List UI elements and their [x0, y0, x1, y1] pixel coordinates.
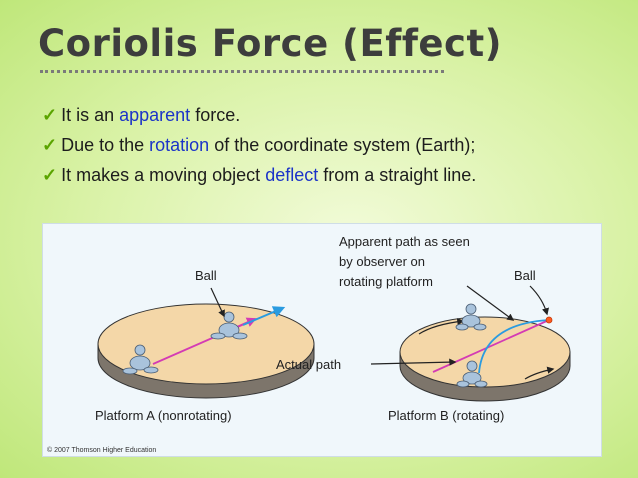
apparent-path-pointer-arrow — [466, 285, 515, 321]
label-actual-path: Actual path — [276, 357, 341, 372]
bullet-text-after: from a straight line. — [318, 165, 477, 185]
ball-marker-b — [545, 316, 553, 324]
bullet-text-after: of the coordinate system (Earth); — [209, 135, 476, 155]
rotation-arrow-top — [418, 318, 465, 335]
observer-figure-b — [455, 303, 487, 331]
title-underline — [40, 70, 444, 73]
coriolis-diagram-svg: Ball Platform A (nonrotating) — [47, 234, 571, 454]
checkmark-icon: ✓ — [42, 165, 58, 185]
platform-b — [399, 316, 571, 402]
checkmark-icon: ✓ — [42, 105, 58, 125]
ball-pointer-arrow-a — [210, 287, 225, 318]
coriolis-figure: Ball Platform A (nonrotating) — [42, 223, 602, 457]
actual-path-pointer-arrow — [370, 358, 457, 366]
thrower-figure-b — [456, 360, 488, 388]
label-apparent-path-line3: rotating platform — [339, 274, 433, 289]
checkmark-icon: ✓ — [42, 135, 58, 155]
catcher-figure-a — [210, 311, 248, 340]
label-ball-a: Ball — [195, 268, 217, 283]
platform-a — [97, 303, 315, 399]
label-ball-b: Ball — [514, 268, 536, 283]
bullet-text-before: It is an — [61, 105, 120, 125]
bullet-item: ✓Due to the rotation of the coordinate s… — [42, 130, 476, 160]
rotation-arrow-bottom — [524, 366, 555, 380]
bullet-item: ✓It is an apparent force. — [42, 100, 476, 130]
caption-platform-b: Platform B (rotating) — [388, 408, 504, 423]
label-apparent-path-line1: Apparent path as seen — [339, 234, 470, 249]
bullet-text-before: It makes a moving object — [61, 165, 266, 185]
bullet-keyword: apparent — [119, 105, 191, 125]
thrower-figure-a — [122, 344, 159, 375]
slide-title: Coriolis Force (Effect) — [38, 22, 503, 65]
ball-trajectory-arrow-a — [242, 306, 286, 326]
bullet-text-after: force. — [190, 105, 241, 125]
bullet-list: ✓It is an apparent force. ✓Due to the ro… — [42, 100, 476, 190]
bullet-item: ✓It makes a moving object deflect from a… — [42, 160, 476, 190]
apparent-path-curve — [478, 319, 550, 374]
bullet-text-before: Due to the — [61, 135, 150, 155]
ball-pointer-arrow-b — [529, 285, 549, 316]
caption-platform-a: Platform A (nonrotating) — [95, 408, 232, 423]
label-apparent-path-line2: by observer on — [339, 254, 425, 269]
bullet-keyword: deflect — [265, 165, 319, 185]
copyright-credit: © 2007 Thomson Higher Education — [47, 446, 156, 454]
bullet-keyword: rotation — [149, 135, 210, 155]
